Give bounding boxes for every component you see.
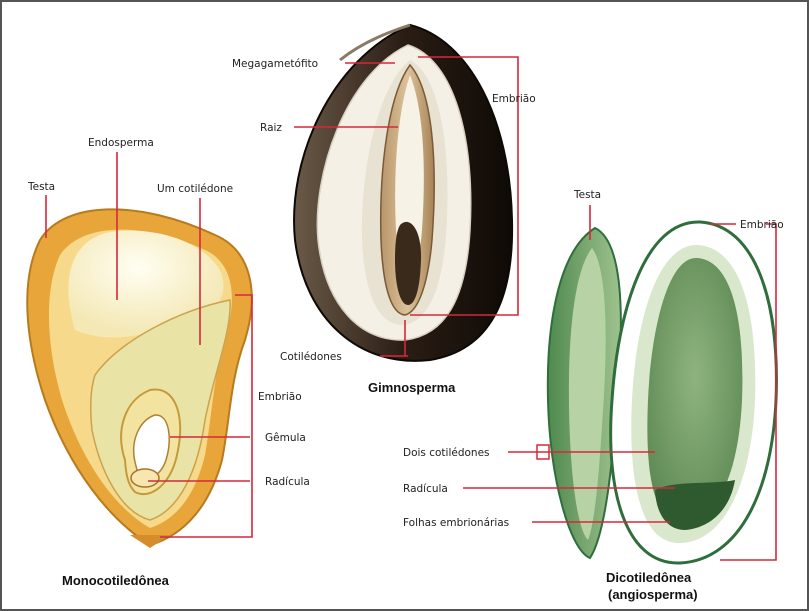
mono-gemula-label: Gêmula — [265, 432, 306, 444]
dicot-testa-label: Testa — [573, 189, 601, 201]
mono-radicula-label: Radícula — [265, 476, 310, 488]
dicot-radicula-label: Radícula — [403, 483, 448, 495]
dicot-embriao-label: Embrião — [740, 219, 784, 231]
mono-endosperma-label: Endosperma — [88, 137, 154, 149]
gymno-raiz-label: Raiz — [260, 122, 282, 134]
mono-embriao-label: Embrião — [258, 391, 302, 403]
gymno-megagametofito-label: Megagametófito — [232, 58, 318, 70]
mono-cotiledone-label: Um cotilédone — [157, 183, 233, 195]
dicot-dois-cotiledones-label: Dois cotilédones — [403, 447, 490, 459]
gymno-embriao-label: Embrião — [492, 93, 536, 105]
dicot-caption-line1: Dicotiledônea — [606, 570, 692, 585]
gymno-caption: Gimnosperma — [368, 380, 456, 395]
gymno-cotiledones-label: Cotilédones — [280, 351, 342, 363]
dicot-caption-line2: (angiosperma) — [608, 587, 698, 602]
dicot-seed-illustration — [548, 222, 777, 563]
dicot-folhas-label: Folhas embrionárias — [403, 517, 509, 529]
mono-caption: Monocotiledônea — [62, 573, 170, 588]
mono-testa-label: Testa — [27, 181, 55, 193]
